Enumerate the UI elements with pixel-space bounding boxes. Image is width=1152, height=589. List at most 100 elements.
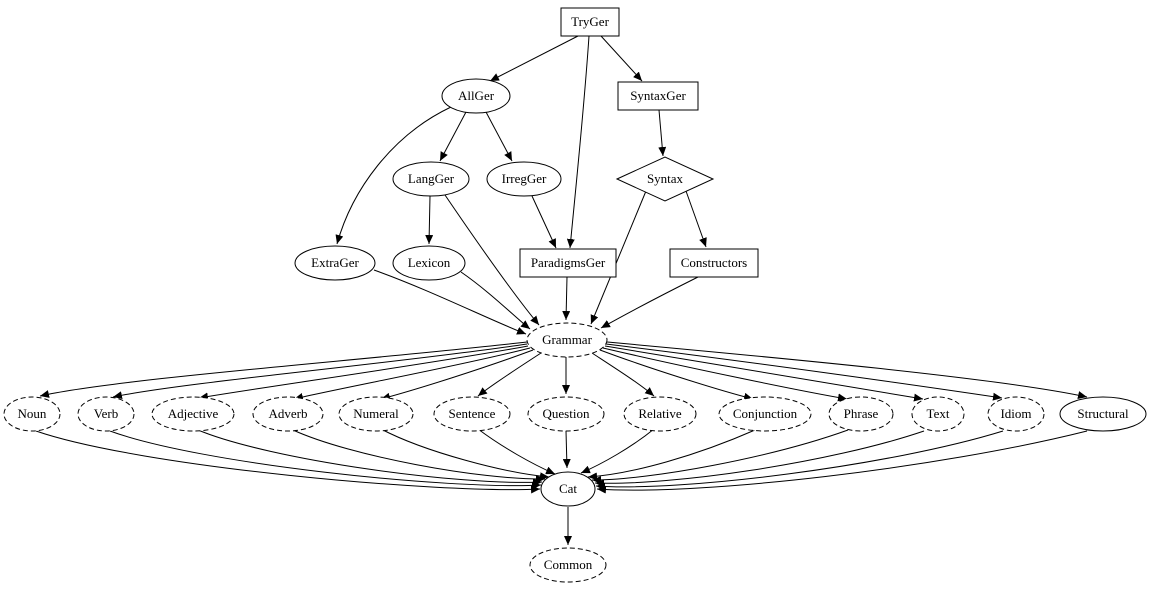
edge-adjective-to-cat [197,429,543,487]
langger-ellipse [392,161,470,197]
edge-langger-to-grammar [444,194,540,326]
edge-structural-to-cat [596,430,1088,494]
node-noun: Noun [3,396,61,432]
node-syntaxger: SyntaxGer [617,81,699,111]
node-structural: Structural [1059,396,1147,432]
edge-grammar-to-text [604,345,924,402]
edge-constructors-to-grammar [600,276,699,329]
constructors-label: Constructors [681,255,747,270]
node-langger: LangGer [392,161,470,197]
conjunction-ellipse [718,396,812,432]
node-adjective: Adjective [151,396,235,432]
node-tryger: TryGer [560,7,620,37]
edge-grammar-to-adverb [293,347,531,401]
numeral-ellipse [338,396,414,432]
idiom-label: Idiom [1000,406,1031,421]
edge-conjunction-to-cat [587,429,756,481]
edge-idiom-to-cat [595,430,1004,491]
edge-phrase-to-cat [591,429,849,484]
node-verb: Verb [77,396,135,432]
langger-label: LangGer [408,171,455,186]
idiom-ellipse [987,396,1045,432]
node-paradigmsger: ParadigmsGer [519,248,617,278]
tryger-box [560,7,620,37]
adverb-label: Adverb [269,406,308,421]
sentence-label: Sentence [449,406,496,421]
node-text: Text [911,396,965,432]
edge-allger-to-extrager [335,106,452,245]
irregger-label: IrregGer [502,171,547,186]
edge-text-to-cat [594,430,925,488]
noun-label: Noun [18,406,47,421]
node-constructors: Constructors [669,248,759,278]
edge-syntax-to-grammar [590,190,647,325]
node-cat: Cat [540,471,596,507]
common-ellipse [529,547,607,583]
node-conjunction: Conjunction [718,396,812,432]
edge-syntax-to-constructors [685,190,707,248]
text-ellipse [911,396,965,432]
edge-irregger-to-paradigmsger [531,195,557,249]
edge-tryger-to-allger [489,35,579,82]
edge-tryger-to-syntaxger [600,35,643,82]
edge-allger-to-langger [439,111,467,162]
edge-question-to-cat [562,430,571,469]
node-allger: AllGer [441,78,511,114]
syntaxger-label: SyntaxGer [630,88,686,103]
grammar-ellipse [526,322,608,358]
cat-label: Cat [559,481,577,496]
relative-ellipse [623,396,697,432]
edge-grammar-to-relative [591,352,655,397]
relative-label: Relative [638,406,682,421]
question-ellipse [527,396,605,432]
sentence-ellipse [433,396,511,432]
verb-ellipse [77,396,135,432]
node-lexicon: Lexicon [392,245,466,281]
structural-ellipse [1059,396,1147,432]
edge-numeral-to-cat [380,428,550,481]
edges [35,35,1088,545]
edge-langger-to-lexicon [425,195,434,245]
edge-grammar-to-numeral [380,349,534,401]
edge-grammar-to-noun [39,341,528,398]
node-extrager: ExtraGer [294,245,376,281]
adverb-ellipse [252,396,324,432]
tryger-label: TryGer [571,14,609,29]
edge-noun-to-cat [35,430,541,494]
text-label: Text [927,406,950,421]
paradigmsger-box [519,248,617,278]
noun-ellipse [3,396,61,432]
edge-grammar-to-structural [606,341,1088,399]
node-adverb: Adverb [252,396,324,432]
numeral-label: Numeral [353,406,399,421]
adjective-ellipse [151,396,235,432]
syntaxger-box [617,81,699,111]
lexicon-label: Lexicon [408,255,451,270]
node-idiom: Idiom [987,396,1045,432]
cat-ellipse [540,471,596,507]
structural-label: Structural [1077,406,1129,421]
lexicon-ellipse [392,245,466,281]
edge-extrager-to-grammar [373,269,527,335]
node-phrase: Phrase [828,396,894,432]
common-label: Common [544,557,593,572]
edge-verb-to-cat [109,430,542,490]
nodes: TryGer AllGer SyntaxGer LangGer IrregGer… [3,7,1147,583]
edge-grammar-to-phrase [602,347,848,402]
edge-relative-to-cat [580,428,655,474]
paradigmsger-label: ParadigmsGer [531,255,606,270]
extrager-label: ExtraGer [311,255,359,270]
extrager-ellipse [294,245,376,281]
node-common: Common [529,547,607,583]
node-grammar: Grammar [526,322,608,358]
adjective-label: Adjective [168,406,219,421]
node-irregger: IrregGer [486,161,562,197]
verb-label: Verb [94,406,119,421]
edge-grammar-to-idiom [605,343,1003,401]
edge-paradigmsger-to-grammar [562,276,571,321]
node-question: Question [527,396,605,432]
conjunction-label: Conjunction [733,406,798,421]
edge-sentence-to-cat [477,428,556,475]
node-numeral: Numeral [338,396,414,432]
